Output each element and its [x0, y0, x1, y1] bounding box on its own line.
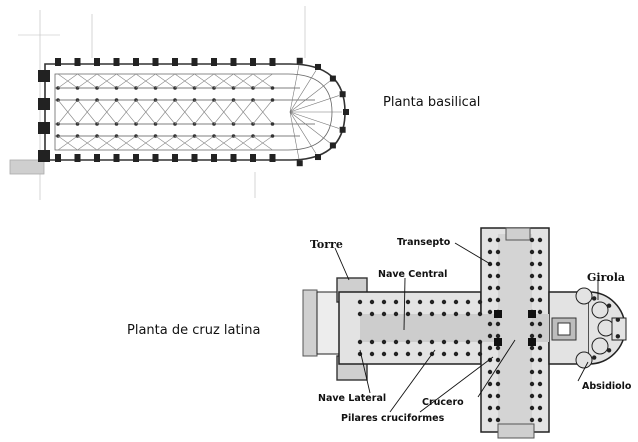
- label-absidiolo: Absidiolo: [582, 381, 632, 392]
- caption-planta-basilical: Planta basilical: [383, 95, 481, 110]
- label-nave-lateral: Nave Lateral: [318, 393, 386, 404]
- label-nave-central: Nave Central: [378, 269, 447, 280]
- label-transepto: Transepto: [397, 237, 451, 248]
- caption-planta-cruz-latina: Planta de cruz latina: [127, 323, 261, 338]
- label-girola: Girola: [587, 271, 625, 284]
- label-torre: Torre: [310, 238, 343, 251]
- label-pilares-cruciformes: Pilares cruciformes: [341, 413, 445, 424]
- label-crucero: Crucero: [422, 397, 464, 408]
